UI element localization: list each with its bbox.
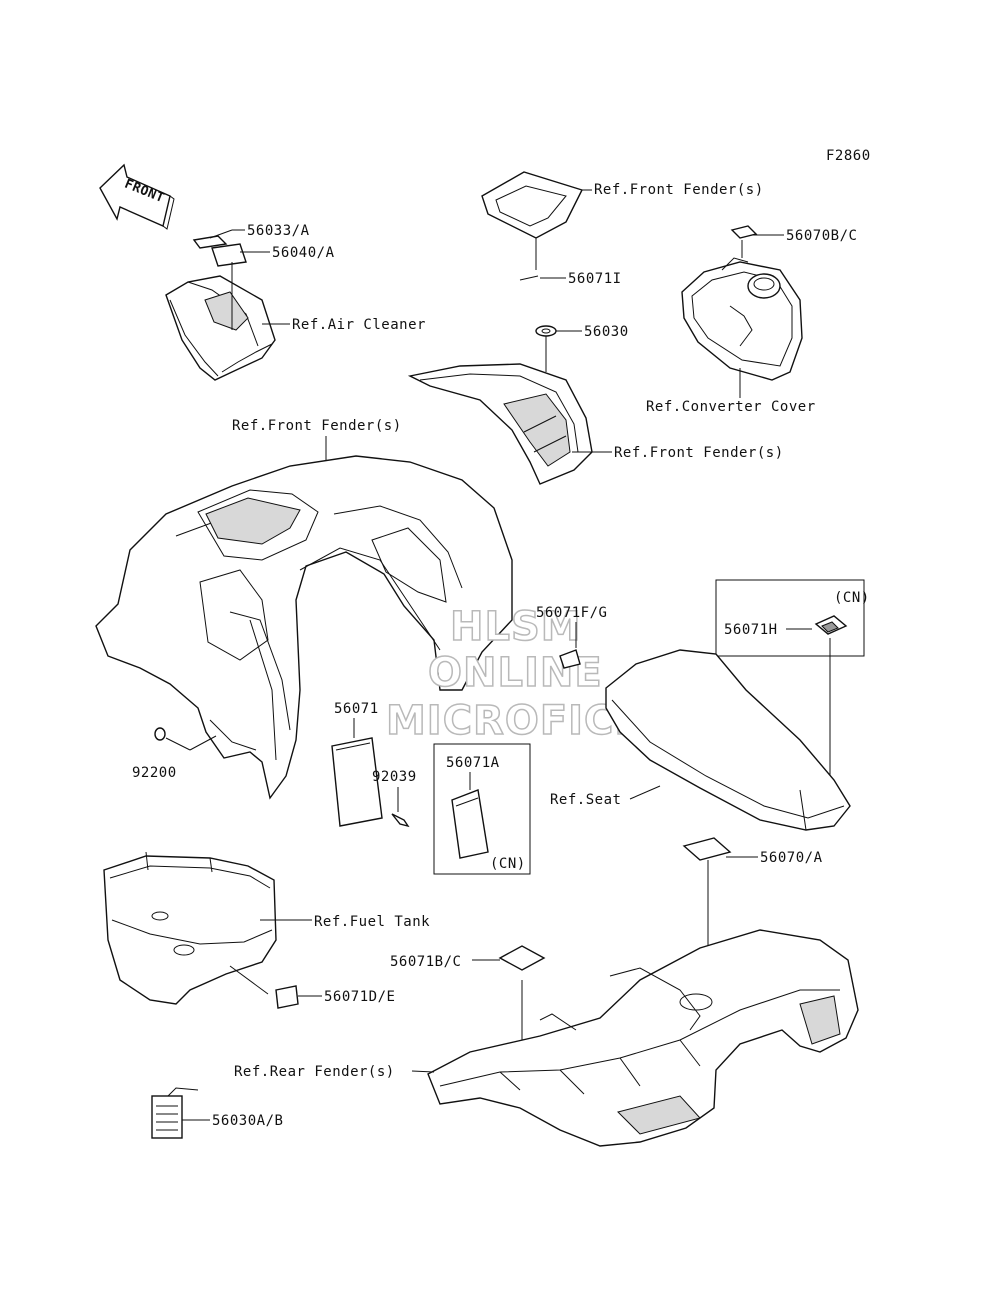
front-fender-liner bbox=[407, 363, 593, 485]
label-ref-fuel-tank: Ref.Fuel Tank bbox=[314, 914, 430, 930]
label-56071-f-g: 56071F/G bbox=[536, 605, 607, 621]
label-cn-bottom: (CN) bbox=[490, 856, 526, 872]
label-ref-rear-fender: Ref.Rear Fender(s) bbox=[234, 1064, 395, 1080]
tag-56030-a-b bbox=[151, 1087, 199, 1139]
decal-56071 bbox=[331, 737, 383, 827]
label-56040-a: 56040/A bbox=[272, 245, 335, 261]
label-56033-a: 56033/A bbox=[247, 223, 310, 239]
leader-56033-a bbox=[209, 229, 233, 239]
decal-56071i bbox=[519, 275, 539, 281]
washer-56030 bbox=[535, 325, 557, 337]
label-92200: 92200 bbox=[132, 765, 177, 781]
label-ref-front-fender-top: Ref.Front Fender(s) bbox=[594, 182, 764, 198]
label-ref-front-fender-main: Ref.Front Fender(s) bbox=[232, 418, 402, 434]
label-56071: 56071 bbox=[334, 701, 379, 717]
grommet-92200 bbox=[154, 727, 166, 741]
decal-56071-b-c bbox=[498, 945, 546, 971]
decal-56070-a bbox=[682, 837, 732, 861]
cn-box-56071h bbox=[715, 579, 865, 657]
label-cn-top: (CN) bbox=[834, 590, 870, 606]
decal-56070-b-c bbox=[730, 225, 758, 239]
watermark-line-1: HLSM bbox=[450, 604, 582, 650]
figure-code: F2860 bbox=[826, 148, 871, 164]
clip-92039 bbox=[391, 813, 410, 828]
label-92039: 92039 bbox=[372, 769, 417, 785]
seat bbox=[605, 649, 851, 831]
front-arrow-icon: FRONT bbox=[99, 163, 175, 230]
air-cleaner-cover bbox=[165, 275, 276, 381]
label-56071-b-c: 56071B/C bbox=[390, 954, 461, 970]
label-56070-a: 56070/A bbox=[760, 850, 823, 866]
label-ref-seat: Ref.Seat bbox=[550, 792, 621, 808]
decal-56033-a bbox=[192, 235, 228, 249]
watermark-line-2: ONLINE bbox=[428, 650, 603, 696]
label-56071-d-e: 56071D/E bbox=[324, 989, 395, 1005]
label-ref-front-fender-mid: Ref.Front Fender(s) bbox=[614, 445, 784, 461]
label-56071h: 56071H bbox=[724, 622, 778, 638]
label-56071i: 56071I bbox=[568, 271, 622, 287]
converter-cover bbox=[681, 257, 803, 381]
label-56030-a-b: 56030A/B bbox=[212, 1113, 283, 1129]
decal-56040-a bbox=[211, 243, 247, 267]
decal-56071-d-e bbox=[275, 985, 299, 1009]
front-fender-part-top bbox=[481, 171, 592, 239]
label-56071a: 56071A bbox=[446, 755, 500, 771]
decal-56071-f-g bbox=[559, 649, 581, 669]
label-ref-air-cleaner: Ref.Air Cleaner bbox=[292, 317, 426, 333]
front-fender-main bbox=[95, 455, 513, 800]
cn-box-56071a bbox=[433, 743, 531, 875]
label-56030: 56030 bbox=[584, 324, 629, 340]
label-56070-b-c: 56070B/C bbox=[786, 228, 857, 244]
rear-fender bbox=[427, 929, 859, 1147]
fuel-tank bbox=[103, 851, 277, 1005]
decal-56071a bbox=[451, 789, 489, 859]
label-ref-converter-cover: Ref.Converter Cover bbox=[646, 399, 816, 415]
